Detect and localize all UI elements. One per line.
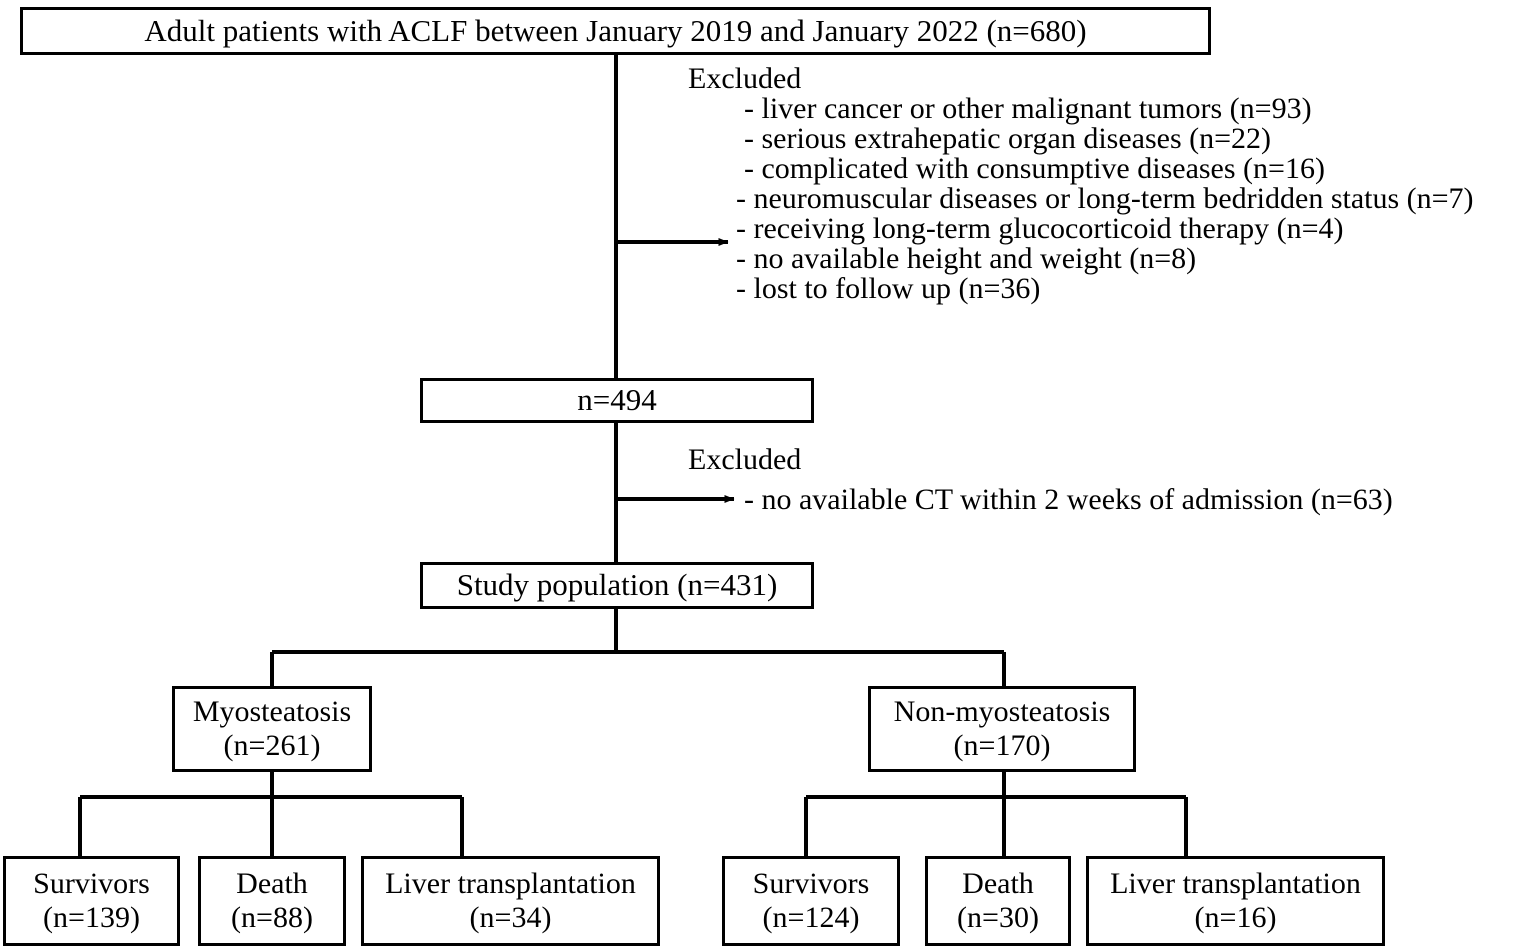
box-non-myosteatosis-transplant[interactable]: Liver transplantation (n=16) <box>1086 856 1385 946</box>
exclusions-second-heading: Excluded <box>688 443 802 476</box>
box-myosteatosis-transplant[interactable]: Liver transplantation (n=34) <box>361 856 660 946</box>
exclusions-first-item-2: - serious extrahepatic organ diseases (n… <box>744 122 1272 155</box>
exclusions-first-item-5: - receiving long-term glucocorticoid the… <box>736 212 1344 245</box>
exclusions-first-item-1: - liver cancer or other malignant tumors… <box>744 92 1312 125</box>
box-non-myosteatosis-line1: Non-myosteatosis <box>893 695 1111 729</box>
box-non-myosteatosis-death[interactable]: Death (n=30) <box>925 856 1071 946</box>
exclusions-first-heading: Excluded <box>688 62 802 95</box>
box-non-myosteatosis[interactable]: Non-myosteatosis (n=170) <box>868 686 1136 772</box>
box-myosteatosis-survivors[interactable]: Survivors (n=139) <box>3 856 180 946</box>
exclusions-first-item-3: - complicated with consumptive diseases … <box>744 152 1325 185</box>
box-myosteatosis-line2: (n=261) <box>223 729 321 762</box>
exclusions-second-list: Excluded - no available CT within 2 week… <box>688 445 1393 515</box>
box-myosteatosis-survivors-line1: Survivors <box>33 867 150 901</box>
box-non-myosteatosis-survivors-line2: (n=124) <box>762 901 860 934</box>
box-myosteatosis-line1: Myosteatosis <box>192 695 352 729</box>
exclusions-second-item-1: - no available CT within 2 weeks of admi… <box>744 483 1393 516</box>
box-myosteatosis-death-line1: Death <box>236 867 308 901</box>
box-myosteatosis-survivors-line2: (n=139) <box>43 901 140 934</box>
box-cohort-line1: Adult patients with ACLF between January… <box>144 12 1087 48</box>
box-myosteatosis[interactable]: Myosteatosis (n=261) <box>172 686 372 772</box>
box-myosteatosis-transplant-line1: Liver transplantation <box>385 867 636 901</box>
box-myosteatosis-death[interactable]: Death (n=88) <box>198 856 346 946</box>
exclusions-first-item-4: - neuromuscular diseases or long-term be… <box>736 182 1474 215</box>
box-non-myosteatosis-transplant-line1: Liver transplantation <box>1110 867 1361 901</box>
exclusions-first-item-6: - no available height and weight (n=8) <box>736 242 1197 275</box>
box-after-first-exclusion-line1: n=494 <box>577 382 657 418</box>
box-myosteatosis-death-line2: (n=88) <box>231 901 313 934</box>
box-myosteatosis-transplant-line2: (n=34) <box>469 901 552 934</box>
box-study-population-line1: Study population (n=431) <box>456 567 778 603</box>
box-non-myosteatosis-survivors[interactable]: Survivors (n=124) <box>722 856 900 946</box>
box-non-myosteatosis-line2: (n=170) <box>953 729 1051 762</box>
box-non-myosteatosis-survivors-line1: Survivors <box>752 867 870 901</box>
exclusions-first-list: Excluded - liver cancer or other maligna… <box>688 64 1474 304</box>
exclusions-first-item-7: - lost to follow up (n=36) <box>736 272 1041 305</box>
box-after-first-exclusion[interactable]: n=494 <box>420 378 814 423</box>
box-non-myosteatosis-death-line2: (n=30) <box>957 901 1039 934</box>
box-non-myosteatosis-transplant-line2: (n=16) <box>1194 901 1277 934</box>
box-cohort[interactable]: Adult patients with ACLF between January… <box>20 7 1211 55</box>
box-non-myosteatosis-death-line1: Death <box>962 867 1034 901</box>
box-study-population[interactable]: Study population (n=431) <box>420 562 814 609</box>
